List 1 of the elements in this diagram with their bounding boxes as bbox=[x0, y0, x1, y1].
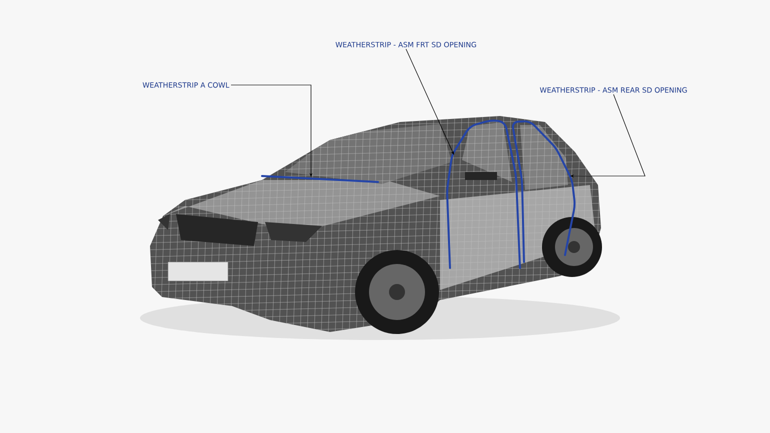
leader-line bbox=[406, 48, 454, 155]
